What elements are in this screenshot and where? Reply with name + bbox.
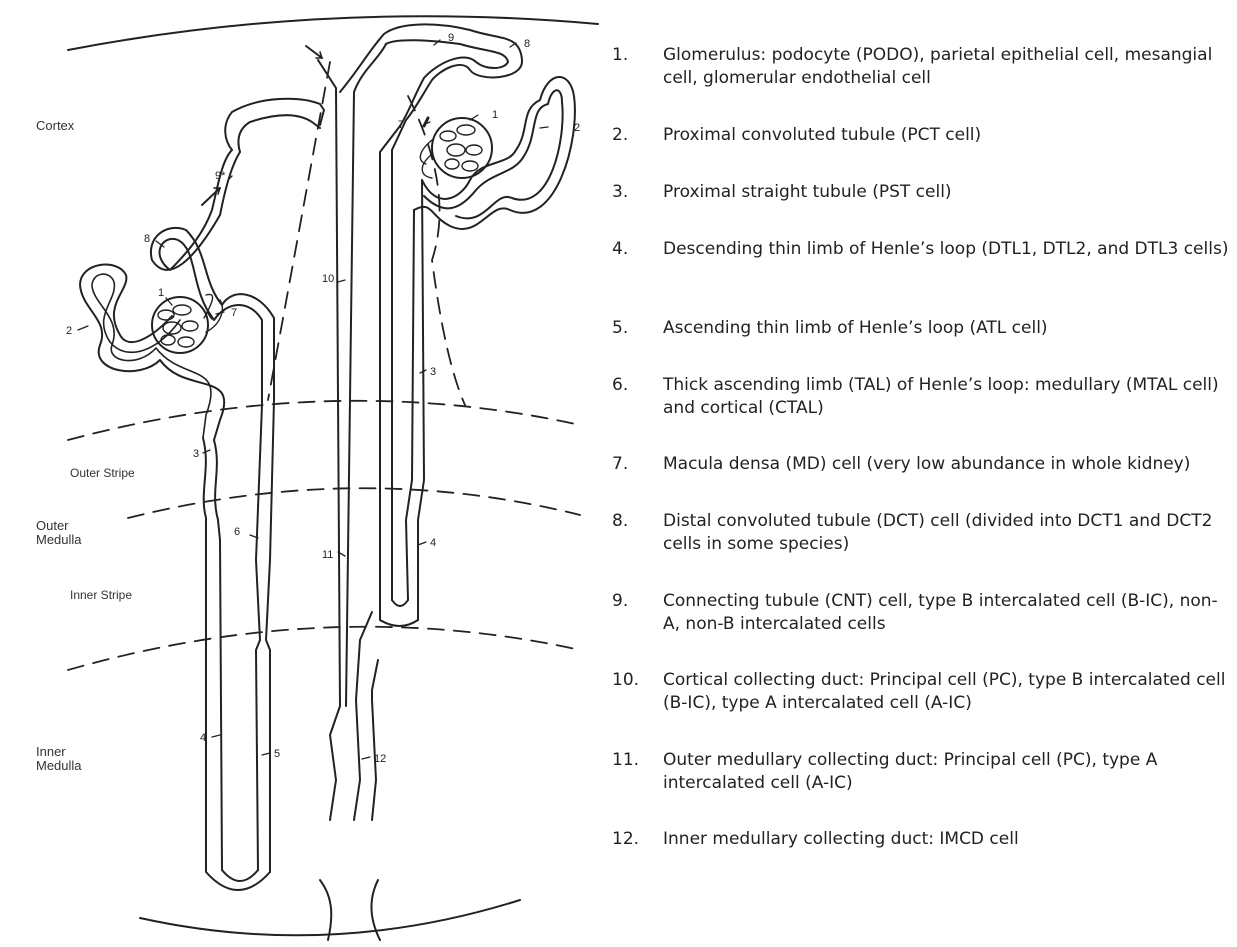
legend-text: Thick ascending limb (TAL) of Henle’s lo… — [663, 374, 1232, 420]
legend-item-9: 9.Connecting tubule (CNT) cell, type B i… — [612, 590, 1232, 636]
label-4-left: 4 — [200, 732, 206, 744]
medullary-ray-right — [408, 96, 465, 405]
legend-number: 4. — [612, 238, 662, 261]
label-1-right: 1 — [492, 109, 498, 121]
legend-item-4: 4.Descending thin limb of Henle’s loop (… — [612, 238, 1232, 261]
legend-item-5: 5.Ascending thin limb of Henle’s loop (A… — [612, 317, 1232, 340]
legend-number: 1. — [612, 44, 662, 67]
label-11: 11 — [322, 549, 333, 561]
legend-item-10: 10.Cortical collecting duct: Principal c… — [612, 669, 1232, 715]
left-ascending-thin-limb — [256, 405, 262, 870]
legend-item-11: 11.Outer medullary collecting duct: Prin… — [612, 749, 1232, 795]
right-descending-limb — [418, 180, 424, 620]
legend-number: 3. — [612, 181, 662, 204]
legend-text: Proximal straight tubule (PST cell) — [663, 181, 1232, 204]
zone-outer-stripe-label: Outer Stripe — [70, 466, 135, 480]
label-3-left: 3 — [193, 448, 199, 460]
legend-number: 10. — [612, 669, 662, 692]
label-2-left: 2 — [66, 325, 72, 337]
label-1-left: 1 — [158, 287, 164, 299]
legend-item-12: 12.Inner medullary collecting duct: IMCD… — [612, 828, 1232, 851]
left-descending-thin-limb — [220, 540, 258, 881]
zone-outer-medulla-label: Outer Medulla — [36, 519, 82, 547]
label-9-star: 9* — [215, 170, 226, 182]
legend-text: Glomerulus: podocyte (PODO), parietal ep… — [663, 44, 1232, 90]
zone-inner-medulla-label: Inner Medulla — [36, 745, 82, 773]
right-connecting-tubule — [384, 24, 522, 600]
legend-number: 12. — [612, 828, 662, 851]
label-7-left: 7 — [231, 307, 237, 319]
label-8-right: 8 — [524, 38, 530, 50]
collecting-duct — [318, 60, 340, 706]
legend-number: 7. — [612, 453, 662, 476]
left-proximal-straight-tubule — [214, 440, 220, 540]
legend-item-2: 2.Proximal convoluted tubule (PCT cell) — [612, 124, 1232, 147]
label-8-left: 8 — [144, 233, 150, 245]
arrow-cortex-left — [202, 188, 220, 205]
boundary-outer-inner-stripe — [128, 488, 580, 518]
legend-text: Cortical collecting duct: Principal cell… — [663, 669, 1232, 715]
label-3-right: 3 — [430, 366, 436, 378]
legend-text: Outer medullary collecting duct: Princip… — [663, 749, 1232, 795]
label-7-right: 7 — [398, 119, 404, 131]
kidney-capsule-top — [68, 16, 598, 50]
right-glomerulus-capsule — [432, 118, 492, 178]
legend-text: Descending thin limb of Henle’s loop (DT… — [663, 238, 1232, 261]
legend-item-1: 1.Glomerulus: podocyte (PODO), parietal … — [612, 44, 1232, 90]
label-5: 5 — [274, 748, 280, 760]
zone-inner-stripe-label: Inner Stripe — [70, 588, 132, 602]
legend-item-6: 6.Thick ascending limb (TAL) of Henle’s … — [612, 374, 1232, 420]
label-9: 9 — [448, 32, 454, 44]
legend-text: Connecting tubule (CNT) cell, type B int… — [663, 590, 1232, 636]
legend-text: Inner medullary collecting duct: IMCD ce… — [663, 828, 1232, 851]
legend-item-7: 7.Macula densa (MD) cell (very low abund… — [612, 453, 1232, 476]
label-10: 10 — [322, 273, 334, 285]
legend-number: 8. — [612, 510, 662, 533]
legend-item-8: 8.Distal convoluted tubule (DCT) cell (d… — [612, 510, 1232, 556]
legend-text: Distal convoluted tubule (DCT) cell (div… — [663, 510, 1232, 556]
label-6: 6 — [234, 526, 240, 538]
boundary-cortex-medulla — [68, 401, 580, 440]
legend-text: Proximal convoluted tubule (PCT cell) — [663, 124, 1232, 147]
medullary-ray-left — [268, 62, 330, 400]
boundary-outer-inner-medulla — [68, 627, 580, 670]
legend-number: 5. — [612, 317, 662, 340]
left-distal-convoluted-tubule — [160, 150, 262, 405]
label-2-right: 2 — [574, 122, 580, 134]
legend-item-3: 3.Proximal straight tubule (PST cell) — [612, 181, 1232, 204]
inner-medullary-collecting-duct — [354, 612, 372, 820]
legend-number: 9. — [612, 590, 662, 613]
legend-number: 6. — [612, 374, 662, 397]
zone-cortex-label: Cortex — [36, 119, 74, 133]
legend-text: Ascending thin limb of Henle’s loop (ATL… — [663, 317, 1232, 340]
left-connecting-tubule — [225, 99, 324, 150]
legend-number: 11. — [612, 749, 662, 772]
label-4-right: 4 — [430, 537, 436, 549]
label-12: 12 — [374, 753, 386, 765]
legend-text: Macula densa (MD) cell (very low abundan… — [663, 453, 1232, 476]
legend-number: 2. — [612, 124, 662, 147]
